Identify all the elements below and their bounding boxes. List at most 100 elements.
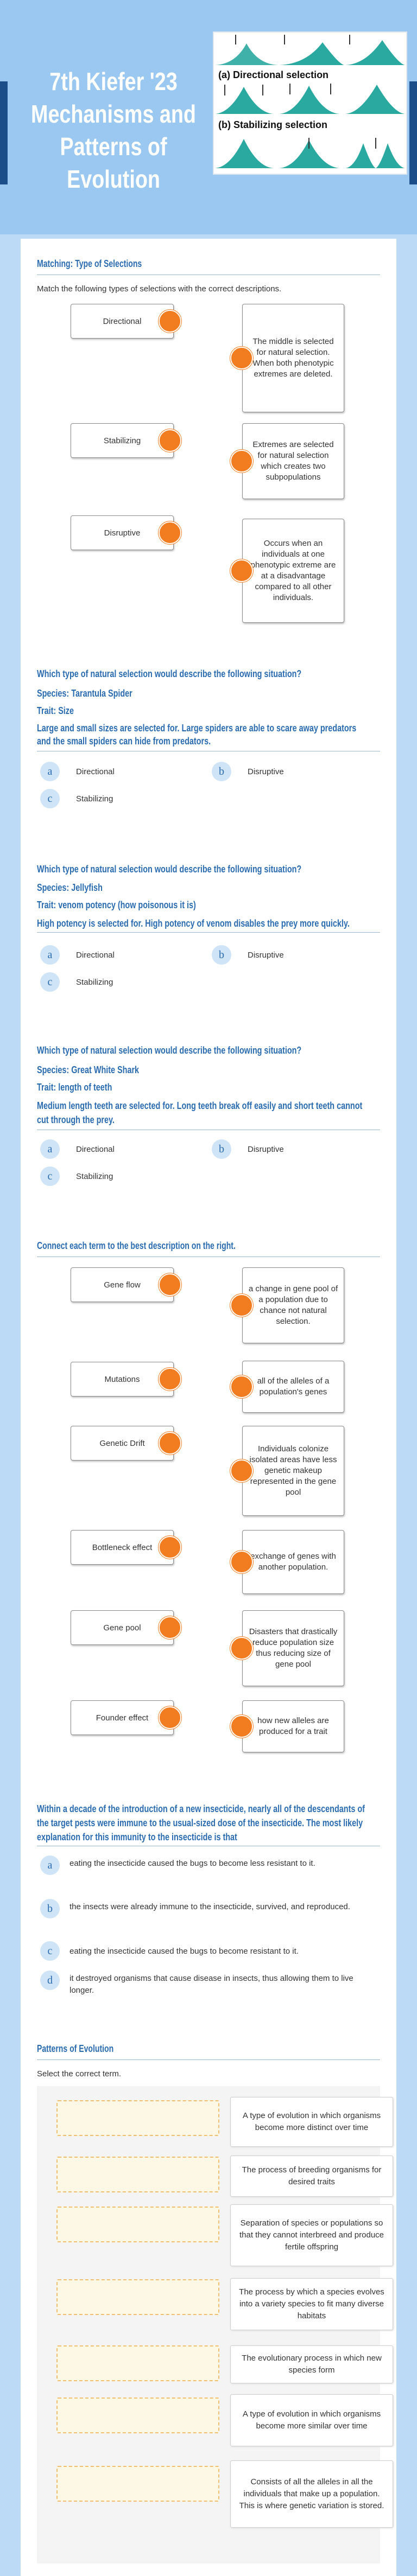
match-description-3[interactable]: Occurs when an individuals at one phenot…	[242, 519, 344, 623]
term-target-3[interactable]	[230, 1459, 253, 1482]
match-connector-directional[interactable]	[159, 310, 181, 333]
match-description-2[interactable]: Extremes are selected for natural select…	[242, 423, 344, 499]
q1-trait: Trait: Size	[37, 705, 74, 716]
match-connector-stabilizing[interactable]	[159, 429, 181, 452]
pattern-definition-4: The process by which a species evolves i…	[230, 2278, 393, 2330]
insecticide-option-a-label[interactable]: eating the insecticide caused the bugs t…	[70, 1859, 315, 1868]
term-description-5[interactable]: Disasters that drastically reduce popula…	[242, 1610, 344, 1686]
answer-dropzone-3[interactable]	[56, 2207, 219, 2242]
term-connector-founder-effect[interactable]	[159, 1706, 181, 1729]
insecticide-question-line-1: Within a decade of the introduction of a…	[37, 1803, 365, 1814]
option-label: Disruptive	[248, 767, 284, 776]
terms-title: Connect each term to the best descriptio…	[37, 1240, 236, 1251]
insecticide-option-c-label[interactable]: eating the insecticide caused the bugs t…	[70, 1947, 299, 1956]
term-connector-mutations[interactable]	[159, 1368, 181, 1391]
insecticide-question-line-2: the target pests were immune to the usua…	[37, 1818, 363, 1828]
q3-option-b[interactable]: b Disruptive	[212, 1139, 284, 1159]
match-target-3[interactable]	[230, 559, 253, 582]
q3-species: Species: Great White Shark	[37, 1064, 140, 1075]
selection-graphs-image: (a) Directional selection (b) Stabilizin…	[213, 31, 407, 175]
answer-dropzone-4[interactable]	[56, 2279, 219, 2315]
term-target-6[interactable]	[230, 1715, 253, 1738]
option-label: Directional	[76, 767, 115, 776]
term-connector-genetic-drift[interactable]	[159, 1432, 181, 1455]
answer-dropzone-1[interactable]	[56, 2100, 219, 2136]
term-target-5[interactable]	[230, 1637, 253, 1660]
term-target-2[interactable]	[230, 1375, 253, 1398]
term-target-1[interactable]	[230, 1294, 253, 1317]
pattern-definition-7: Consists of all the alleles in all the i…	[230, 2460, 393, 2528]
header-accent-left	[0, 81, 8, 184]
q1-description-line-2: and the small spiders can hide from pred…	[37, 736, 211, 747]
patterns-drag-area: A type of evolution in which organisms b…	[37, 2086, 393, 2564]
term-description-6[interactable]: how new alleles are produced for a trait	[242, 1700, 344, 1752]
q3-trait: Trait: length of teeth	[37, 1082, 112, 1093]
term-target-4[interactable]	[230, 1551, 253, 1573]
option-badge: a	[40, 762, 60, 781]
q1-question: Which type of natural selection would de…	[37, 668, 302, 679]
option-badge: c	[40, 789, 60, 808]
answer-dropzone-6[interactable]	[56, 2398, 219, 2433]
match-connector-disruptive[interactable]	[159, 521, 181, 544]
insecticide-option-b[interactable]: b	[40, 1899, 60, 1918]
option-badge: b	[212, 1139, 231, 1159]
match-description-1[interactable]: The middle is selected for natural selec…	[242, 304, 344, 412]
insecticide-option-a[interactable]: a	[40, 1856, 60, 1875]
answer-dropzone-5[interactable]	[56, 2345, 219, 2381]
q2-species: Species: Jellyfish	[37, 882, 103, 893]
pattern-definition-2: The process of breeding organisms for de…	[230, 2156, 393, 2197]
option-badge: a	[40, 1139, 60, 1159]
term-description-2[interactable]: all of the alleles of a population's gen…	[242, 1361, 344, 1413]
title-line-1: 7th Kiefer '23	[49, 67, 178, 95]
matching-types-instructions: Match the following types of selections …	[37, 284, 282, 294]
option-label: Disruptive	[248, 1144, 284, 1154]
q1-option-a[interactable]: a Directional	[40, 762, 115, 781]
option-label: Directional	[76, 950, 115, 960]
caption-stabilizing: (b) Stabilizing selection	[218, 119, 327, 130]
insecticide-option-d-label[interactable]: it destroyed organisms that cause diseas…	[70, 1974, 353, 1995]
term-connector-gene-flow[interactable]	[159, 1273, 181, 1296]
q3-description-line-1: Medium length teeth are selected for. Lo…	[37, 1100, 363, 1111]
insecticide-option-b-label[interactable]: the insects were already immune to the i…	[70, 1902, 350, 1911]
option-label: Disruptive	[248, 950, 284, 960]
selection-curves-graphic: (a) Directional selection (b) Stabilizin…	[215, 35, 405, 168]
insecticide-option-d[interactable]: d	[40, 1971, 60, 1990]
pattern-definition-6: A type of evolution in which organisms b…	[230, 2394, 393, 2446]
option-badge: b	[212, 762, 231, 781]
term-description-4[interactable]: exchange of genes with another populatio…	[242, 1530, 344, 1594]
term-connector-gene-pool[interactable]	[159, 1616, 181, 1639]
title-line-2: Mechanisms and	[31, 100, 196, 128]
match-target-1[interactable]	[230, 347, 253, 369]
option-badge: b	[212, 945, 231, 965]
q2-description: High potency is selected for. High poten…	[37, 918, 350, 929]
term-description-3[interactable]: Individuals colonize isolated areas have…	[242, 1426, 344, 1516]
option-label: Stabilizing	[76, 1171, 113, 1181]
q2-option-b[interactable]: b Disruptive	[212, 945, 284, 965]
q3-description-line-2: cut through the prey.	[37, 1114, 115, 1125]
q3-question: Which type of natural selection would de…	[37, 1045, 302, 1056]
option-badge: c	[40, 1941, 60, 1961]
q2-trait: Trait: venom potency (how poisonous it i…	[37, 900, 196, 910]
answer-dropzone-7[interactable]	[56, 2466, 219, 2502]
insecticide-question-line-3: explanation for this immunity to the ins…	[37, 1832, 237, 1842]
option-badge: b	[40, 1899, 60, 1918]
match-target-2[interactable]	[230, 450, 253, 473]
option-badge: d	[40, 1971, 60, 1990]
patterns-instructions: Select the correct term.	[37, 2069, 122, 2078]
q1-option-b[interactable]: b Disruptive	[212, 762, 284, 781]
term-connector-bottleneck[interactable]	[159, 1536, 181, 1559]
term-description-1[interactable]: a change in gene pool of a population du…	[242, 1267, 344, 1343]
title-line-3: Patterns of Evolution	[60, 132, 167, 193]
answer-dropzone-2[interactable]	[56, 2157, 219, 2192]
insecticide-option-c[interactable]: c	[40, 1941, 60, 1961]
caption-directional: (a) Directional selection	[218, 69, 328, 80]
q2-question: Which type of natural selection would de…	[37, 864, 302, 875]
worksheet-header: 7th Kiefer '23 Mechanisms and Patterns o…	[0, 0, 417, 234]
option-badge: a	[40, 1856, 60, 1875]
header-accent-right	[409, 81, 417, 184]
